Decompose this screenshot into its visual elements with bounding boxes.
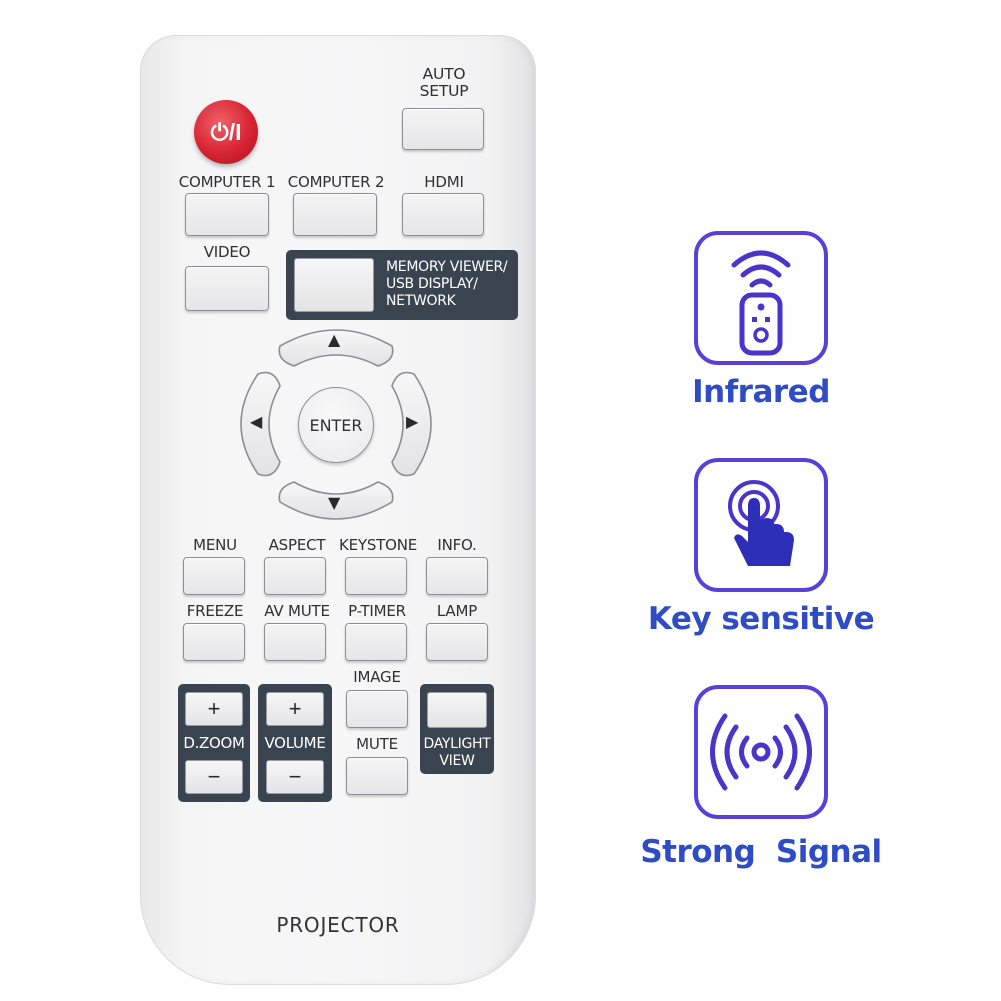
down-arrow-icon: ▼ — [327, 493, 341, 512]
hdmi-button[interactable] — [402, 193, 484, 236]
power-button[interactable]: ⏻/I — [194, 100, 258, 164]
computer2-button[interactable] — [293, 193, 377, 236]
mute-label: MUTE — [356, 735, 398, 753]
menu-label: MENU — [193, 536, 237, 554]
lamp-label: LAMP — [436, 602, 478, 620]
daylight-view-button[interactable] — [427, 692, 487, 728]
dpad-down-button[interactable] — [278, 481, 394, 520]
memory-viewer-label: MEMORY VIEWER/ USB DISPLAY/ NETWORK — [386, 259, 508, 309]
touch-finger-icon — [728, 480, 794, 566]
menu-button[interactable] — [183, 557, 245, 595]
dpad-left-button[interactable] — [240, 371, 281, 477]
daylight-view-label: DAYLIGHT VIEW — [423, 736, 491, 769]
memory-viewer-button[interactable] — [294, 258, 374, 312]
d-zoom-minus-button[interactable]: − — [185, 760, 243, 794]
d-zoom-plus-button[interactable]: + — [185, 692, 243, 726]
left-arrow-icon: ◀ — [249, 412, 263, 431]
minus-icon: − — [288, 764, 302, 789]
auto-setup-button[interactable] — [402, 108, 484, 150]
infrared-feature-box — [694, 231, 828, 365]
up-arrow-icon: ▲ — [327, 330, 341, 349]
lamp-button[interactable] — [426, 623, 488, 661]
volume-label: VOLUME — [264, 734, 326, 752]
broadcast-icon — [710, 713, 812, 791]
key-sensitive-feature-box — [694, 458, 828, 592]
keystone-label: KEYSTONE — [338, 536, 418, 554]
hdmi-label: HDMI — [424, 173, 464, 191]
volume-minus-button[interactable]: − — [266, 760, 324, 794]
right-arrow-icon: ▶ — [405, 412, 419, 431]
minus-icon: − — [207, 764, 221, 789]
aspect-button[interactable] — [264, 557, 326, 595]
power-icon: ⏻/I — [210, 118, 242, 145]
mute-button[interactable] — [346, 757, 408, 795]
infrared-label: Infrared — [692, 374, 830, 410]
info-button[interactable] — [426, 557, 488, 595]
plus-icon: + — [288, 696, 302, 721]
freeze-button[interactable] — [183, 623, 245, 661]
dpad-up-button[interactable] — [278, 329, 394, 367]
d-zoom-label: D.ZOOM — [183, 734, 245, 752]
info-label: INFO. — [437, 536, 477, 554]
auto-setup-label: AUTO SETUP — [419, 65, 469, 100]
dpad — [240, 329, 432, 520]
volume-plus-button[interactable]: + — [266, 692, 324, 726]
plus-icon: + — [207, 696, 221, 721]
video-button[interactable] — [185, 266, 269, 311]
freeze-label: FREEZE — [186, 602, 244, 620]
video-label: VIDEO — [203, 243, 251, 261]
av-mute-button[interactable] — [264, 623, 326, 661]
image-label: IMAGE — [353, 668, 401, 686]
computer1-label: COMPUTER 1 — [178, 173, 276, 191]
p-timer-button[interactable] — [345, 623, 407, 661]
computer1-button[interactable] — [185, 193, 269, 236]
strong-signal-feature-box — [694, 685, 828, 819]
key-sensitive-label: Key sensitive — [647, 601, 875, 637]
aspect-label: ASPECT — [268, 536, 326, 554]
dpad-right-button[interactable] — [391, 371, 432, 477]
computer2-label: COMPUTER 2 — [287, 173, 385, 191]
enter-button[interactable]: ENTER — [298, 387, 374, 463]
enter-label: ENTER — [309, 415, 363, 435]
projector-label: PROJECTOR — [276, 913, 400, 937]
image-button[interactable] — [346, 690, 408, 728]
p-timer-label: P-TIMER — [348, 602, 406, 620]
av-mute-label: AV MUTE — [264, 602, 330, 620]
strong-signal-label: Strong Signal — [640, 834, 882, 870]
keystone-button[interactable] — [345, 557, 407, 595]
remote-signal-icon — [731, 250, 791, 356]
